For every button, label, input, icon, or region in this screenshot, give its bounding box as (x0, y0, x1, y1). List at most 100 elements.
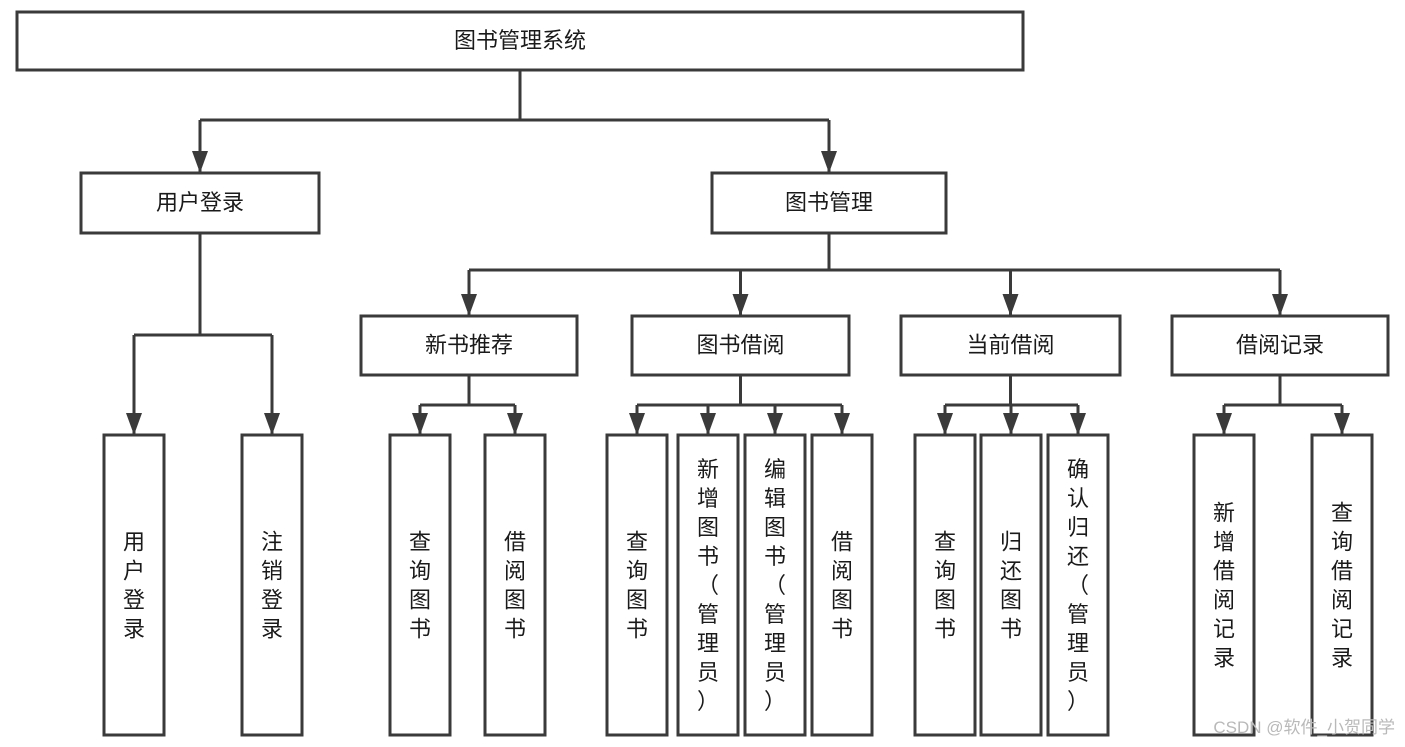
node-label-char: （ (764, 573, 786, 598)
node-label-char: 图 (934, 588, 956, 613)
node-label-char: 理 (1067, 631, 1089, 656)
node-label-char: 书 (934, 617, 956, 642)
node-label-图书管理: 图书管理 (785, 190, 873, 215)
connector-arrowhead (461, 294, 477, 316)
node-label-char: 询 (626, 559, 648, 584)
node-label-新书推荐: 新书推荐 (425, 332, 513, 357)
node-label-char: 记 (1331, 617, 1353, 642)
node-label-char: 理 (764, 631, 786, 656)
connector-arrowhead (192, 151, 208, 173)
node-label-图书借阅: 图书借阅 (696, 332, 784, 357)
node-box-归还图书[interactable] (979, 433, 1043, 737)
node-box-用户登录[interactable] (102, 433, 166, 737)
node-label-char: 管 (1067, 602, 1089, 627)
node-label-char: 查 (934, 530, 956, 555)
node-label-char: 阅 (1213, 588, 1235, 613)
nodes-layer: 图书管理系统用户登录用户登录注销登录图书管理新书推荐查询图书借阅图书图书借阅查询… (15, 10, 1390, 737)
node-label-char: 借 (504, 530, 526, 555)
node-label-char: 销 (261, 559, 283, 584)
node-label-char: 阅 (1331, 588, 1353, 613)
node-label-char: 询 (934, 559, 956, 584)
node-box-借阅记录[interactable] (1170, 314, 1390, 377)
connector-arrowhead (834, 413, 850, 435)
node-图书管理[interactable]: 图书管理 (710, 171, 948, 235)
node-box-查询图书[interactable] (605, 433, 669, 737)
node-图书管理系统[interactable]: 图书管理系统 (15, 10, 1025, 72)
node-label-char: 员 (1067, 660, 1089, 685)
node-label-char: 确 (1067, 457, 1089, 482)
node-图书借阅[interactable]: 图书借阅 (630, 314, 851, 377)
csdn-watermark: CSDN @软件_小贺同学 (1213, 718, 1395, 737)
node-用户登录[interactable]: 用户登录 (79, 171, 321, 235)
node-label-char: 图 (626, 588, 648, 613)
connector-arrowhead (264, 413, 280, 435)
node-box-借阅图书[interactable] (483, 433, 547, 737)
connector-arrowhead (767, 413, 783, 435)
node-label-char: 借 (831, 530, 853, 555)
node-label-char: 新 (1213, 501, 1235, 526)
node-label-char: 增 (697, 486, 719, 511)
node-box-图书管理系统[interactable] (15, 10, 1025, 72)
node-label-char: 录 (1331, 646, 1353, 671)
node-label-char: 阅 (504, 559, 526, 584)
connector-arrowhead (1002, 294, 1019, 316)
node-当前借阅[interactable]: 当前借阅 (899, 314, 1122, 377)
node-label-char: 新 (697, 457, 719, 482)
node-label-char: 询 (409, 559, 431, 584)
node-label-char: 图 (1000, 588, 1022, 613)
node-label-char: 询 (1331, 530, 1353, 555)
node-label-char: 理 (697, 631, 719, 656)
node-box-用户登录[interactable] (79, 171, 321, 235)
node-box-查询借阅记录[interactable] (1310, 433, 1374, 737)
node-label-char: 阅 (831, 559, 853, 584)
node-label-char: 用 (123, 530, 145, 555)
connector-arrowhead (629, 413, 645, 435)
node-label-char: ） (764, 689, 786, 714)
node-box-当前借阅[interactable] (899, 314, 1122, 377)
node-label-char: 图 (409, 588, 431, 613)
node-label-char: 查 (409, 530, 431, 555)
node-box-查询图书[interactable] (388, 433, 452, 737)
node-box-编辑图书管理员[interactable] (743, 433, 807, 737)
node-box-注销登录[interactable] (240, 433, 304, 737)
node-box-图书借阅[interactable] (630, 314, 851, 377)
node-label-char: 书 (504, 617, 526, 642)
node-label-char: 查 (1331, 501, 1353, 526)
connector-arrowhead (126, 413, 142, 435)
node-box-确认归还管理员[interactable] (1046, 433, 1110, 737)
node-label-char: 图 (697, 515, 719, 540)
connector-arrowhead (732, 294, 749, 316)
node-新书推荐[interactable]: 新书推荐 (359, 314, 579, 377)
connector-arrowhead (1070, 413, 1086, 435)
node-box-新书推荐[interactable] (359, 314, 579, 377)
node-label-char: 书 (409, 617, 431, 642)
connector-arrowhead (507, 413, 523, 435)
node-label-char: 登 (123, 588, 145, 613)
node-借阅记录[interactable]: 借阅记录 (1170, 314, 1390, 377)
node-box-图书管理[interactable] (710, 171, 948, 235)
node-label-char: 辑 (764, 486, 786, 511)
node-label-char: 管 (697, 602, 719, 627)
node-label-char: 归 (1067, 515, 1089, 540)
node-box-新增图书管理员[interactable] (676, 433, 740, 737)
node-box-查询图书[interactable] (913, 433, 977, 737)
node-用户登录[interactable]: 用户登录 (102, 433, 166, 737)
node-label-char: 查 (626, 530, 648, 555)
node-box-新增借阅记录[interactable] (1192, 433, 1256, 737)
node-label-char: 还 (1000, 559, 1022, 584)
node-box-借阅图书[interactable] (810, 433, 874, 737)
